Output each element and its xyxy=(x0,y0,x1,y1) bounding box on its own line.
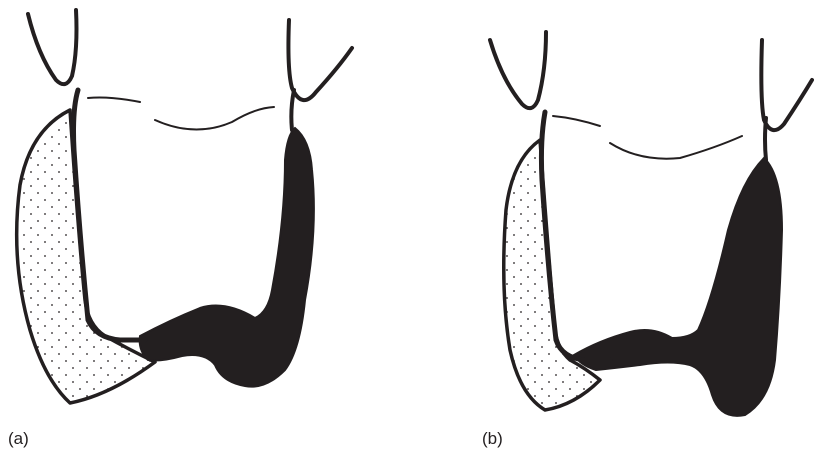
panel-b-drawing xyxy=(490,32,812,416)
panel-b-shaded-region xyxy=(574,158,782,416)
panel-b-left-wall xyxy=(541,112,610,360)
panel-a-shaded-region xyxy=(140,128,314,387)
panel-b-margin-line-1 xyxy=(553,116,600,126)
panel-b-margin-line-2 xyxy=(610,136,742,159)
panel-a-left-wall xyxy=(74,90,146,340)
panel-label-b: (b) xyxy=(482,430,503,447)
panel-label-a: (a) xyxy=(8,430,29,447)
panel-a-margin-line-1 xyxy=(88,98,140,103)
panel-a-right-tooth xyxy=(288,20,352,100)
panel-b-left-tooth xyxy=(490,32,546,108)
panel-a-stippled-region xyxy=(17,110,155,403)
panel-b-right-wall xyxy=(765,118,766,160)
panel-a-right-wall xyxy=(291,90,294,130)
panel-a-margin-line-2 xyxy=(155,107,274,130)
panel-b-right-tooth xyxy=(761,40,812,130)
panel-a-drawing xyxy=(17,10,352,403)
panel-a-left-tooth xyxy=(28,10,77,84)
